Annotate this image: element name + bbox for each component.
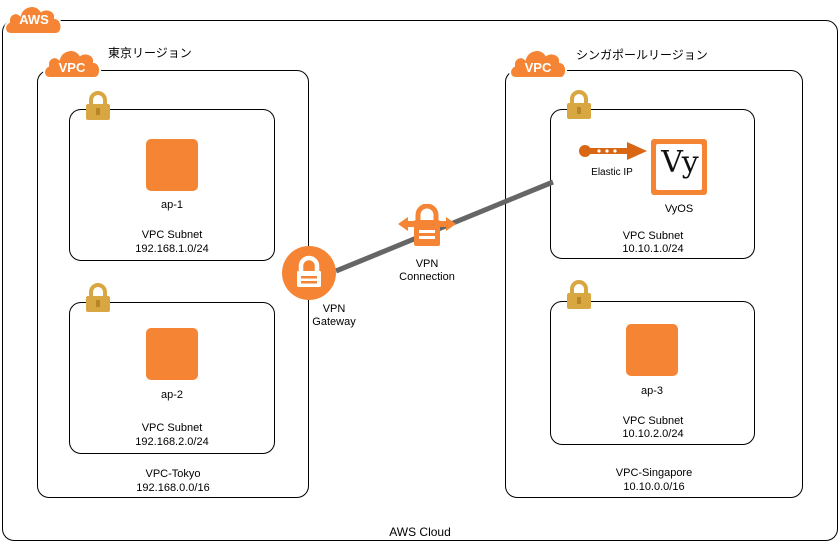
vpn-gateway-icon xyxy=(282,246,336,300)
vpc-tokyo-badge-icon xyxy=(42,44,102,82)
vpc-tokyo-cidr: 192.168.0.0/16 xyxy=(136,482,210,494)
subnet-name: VPC Subnet xyxy=(622,415,684,427)
lock-icon xyxy=(84,283,112,313)
instance-icon xyxy=(146,139,198,191)
lock-icon xyxy=(84,91,112,121)
vyos-logo-inner xyxy=(656,144,702,190)
vpn-gateway-label-1: VPN xyxy=(322,303,346,315)
vpc-singapore-badge-text: VPC xyxy=(524,60,552,75)
tokyo-region-label: 東京リージョン xyxy=(108,46,192,60)
vpc-singapore-cidr: 10.10.0.0/16 xyxy=(623,481,685,493)
instance-icon xyxy=(626,324,678,376)
elastic-ip-label: Elastic IP xyxy=(591,167,633,178)
vyos-logo: Vy xyxy=(651,139,707,195)
subnet-cidr: 192.168.2.0/24 xyxy=(135,436,209,448)
aws-cloud-container xyxy=(2,20,838,541)
subnet-cidr: 10.10.2.0/24 xyxy=(622,428,684,440)
vpn-connection-label-1: VPN xyxy=(415,258,439,270)
vpn-gateway-label-2: Gateway xyxy=(312,316,356,328)
vpn-connection-icon xyxy=(398,204,456,248)
vyos-logo-text: Vy xyxy=(661,145,699,180)
lock-icon xyxy=(565,280,593,310)
instance-label-vyos: VyOS xyxy=(664,203,694,215)
vpc-tokyo-name: VPC-Tokyo xyxy=(145,468,201,480)
vpc-singapore-name: VPC-Singapore xyxy=(615,467,693,479)
vpn-connection-label-2: Connection xyxy=(399,271,455,283)
instance-icon xyxy=(146,328,198,380)
subnet-name: VPC Subnet xyxy=(141,229,203,241)
aws-cloud-badge-icon xyxy=(3,0,65,38)
subnet-name: VPC Subnet xyxy=(622,230,684,242)
subnet-cidr: 10.10.1.0/24 xyxy=(622,243,684,255)
instance-label-ap-2: ap-2 xyxy=(160,389,184,401)
aws-badge-text: AWS xyxy=(19,12,49,27)
tokyo-subnet-2 xyxy=(69,302,275,454)
subnet-name: VPC Subnet xyxy=(141,422,203,434)
vpc-singapore-container xyxy=(505,70,803,498)
instance-label-ap-3: ap-3 xyxy=(640,385,664,397)
lock-icon xyxy=(565,90,593,120)
vpc-tokyo-badge-text: VPC xyxy=(58,60,86,75)
aws-cloud-label: AWS Cloud xyxy=(389,525,451,539)
singapore-region-label: シンガポールリージョン xyxy=(576,48,708,62)
subnet-cidr: 192.168.1.0/24 xyxy=(135,243,209,255)
elastic-ip-icon xyxy=(577,139,649,163)
instance-label-ap-1: ap-1 xyxy=(160,199,184,211)
tokyo-subnet-1 xyxy=(69,109,275,261)
singapore-subnet-2 xyxy=(550,301,755,445)
vpc-singapore-badge-icon xyxy=(508,44,568,82)
